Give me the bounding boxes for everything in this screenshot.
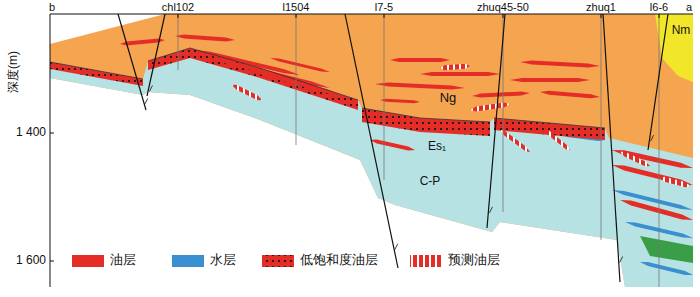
legend-text: 低饱和度油层 <box>300 253 378 267</box>
fault-line <box>147 14 165 96</box>
predicted-oil-layer <box>232 85 262 101</box>
section-label: Es₁ <box>428 140 446 153</box>
section-label: zhuq45-50 <box>477 1 529 13</box>
water-layer <box>640 262 693 275</box>
axis-tick <box>50 133 54 134</box>
unconformity <box>494 118 605 128</box>
well-tick <box>659 14 660 18</box>
well-tick <box>296 14 297 18</box>
well-line <box>601 14 602 240</box>
section-label: 1 400 <box>16 126 46 139</box>
predicted-oil-layer <box>545 130 570 150</box>
legend-text: 油层 <box>110 253 136 267</box>
predicted-oil-layer <box>660 177 690 188</box>
well-tick <box>178 14 179 18</box>
well-tick <box>503 14 504 18</box>
fault-arrow <box>651 135 654 141</box>
fault-line <box>118 14 146 110</box>
fault-arrow <box>149 85 152 91</box>
section-label: Ng <box>440 91 457 105</box>
nm-formation <box>655 14 693 82</box>
oil-layer <box>270 58 330 72</box>
section-label: b <box>49 1 55 13</box>
oil-layer <box>472 91 530 97</box>
green-layer <box>640 236 693 263</box>
legend-text: 水层 <box>210 253 236 267</box>
oil-layer <box>510 78 590 82</box>
cp-formation <box>50 48 693 287</box>
top-axis <box>50 14 693 15</box>
unconformity <box>362 108 490 122</box>
oil-layer <box>390 58 450 62</box>
well-tick <box>601 14 602 18</box>
legend-swatch <box>262 255 294 267</box>
fault-arrow <box>620 257 623 263</box>
legend-text: 预测油层 <box>448 253 500 267</box>
section-label: l6-6 <box>650 1 668 13</box>
oil-layer <box>175 35 235 42</box>
oil-layer <box>250 70 340 95</box>
unconformity <box>148 48 358 100</box>
low-saturation-oil <box>50 62 143 86</box>
predicted-oil-layer <box>620 152 650 167</box>
section-label: a <box>686 1 692 13</box>
predicted-oil-layer <box>440 64 470 70</box>
predicted-oil-layer <box>470 102 510 111</box>
oil-layer <box>380 99 420 103</box>
unconformity <box>50 62 143 79</box>
well-line <box>384 14 385 180</box>
fault-arrow <box>395 244 398 250</box>
well-line <box>296 14 297 145</box>
low-saturation-oil <box>148 48 358 110</box>
oil-layer <box>375 83 465 90</box>
section-label: C-P <box>420 175 441 188</box>
legend-swatch <box>72 255 104 267</box>
section-label: 1 600 <box>16 254 46 267</box>
section-label: l7-5 <box>375 1 393 13</box>
oil-layer <box>520 61 600 68</box>
oil-layer <box>620 200 693 220</box>
section-label: chl102 <box>162 1 194 13</box>
legend-swatch <box>410 255 442 267</box>
oil-layer <box>210 58 330 88</box>
oil-layer <box>420 72 500 76</box>
ng-formation <box>50 14 693 287</box>
fault-line <box>487 14 505 228</box>
fault-line <box>603 14 620 282</box>
fault-line <box>345 14 398 268</box>
fault-arrow <box>489 207 492 213</box>
oil-layer <box>370 140 415 151</box>
oil-layer <box>540 91 600 99</box>
section-label: l1504 <box>283 1 310 13</box>
well-line <box>178 14 179 70</box>
legend-swatch <box>172 255 204 267</box>
section-label: 深度(m) <box>7 51 20 93</box>
section-label: Nm <box>672 24 691 37</box>
fault-arrow <box>145 98 148 104</box>
low-saturation-oil <box>362 108 490 136</box>
depth-axis <box>50 14 51 287</box>
section-label: zhuq1 <box>586 1 616 13</box>
well-line <box>659 14 660 287</box>
predicted-oil-layer <box>500 130 530 152</box>
oil-layer <box>612 150 693 168</box>
fault-line <box>648 14 668 150</box>
axis-tick <box>50 261 54 262</box>
well-tick <box>384 14 385 18</box>
